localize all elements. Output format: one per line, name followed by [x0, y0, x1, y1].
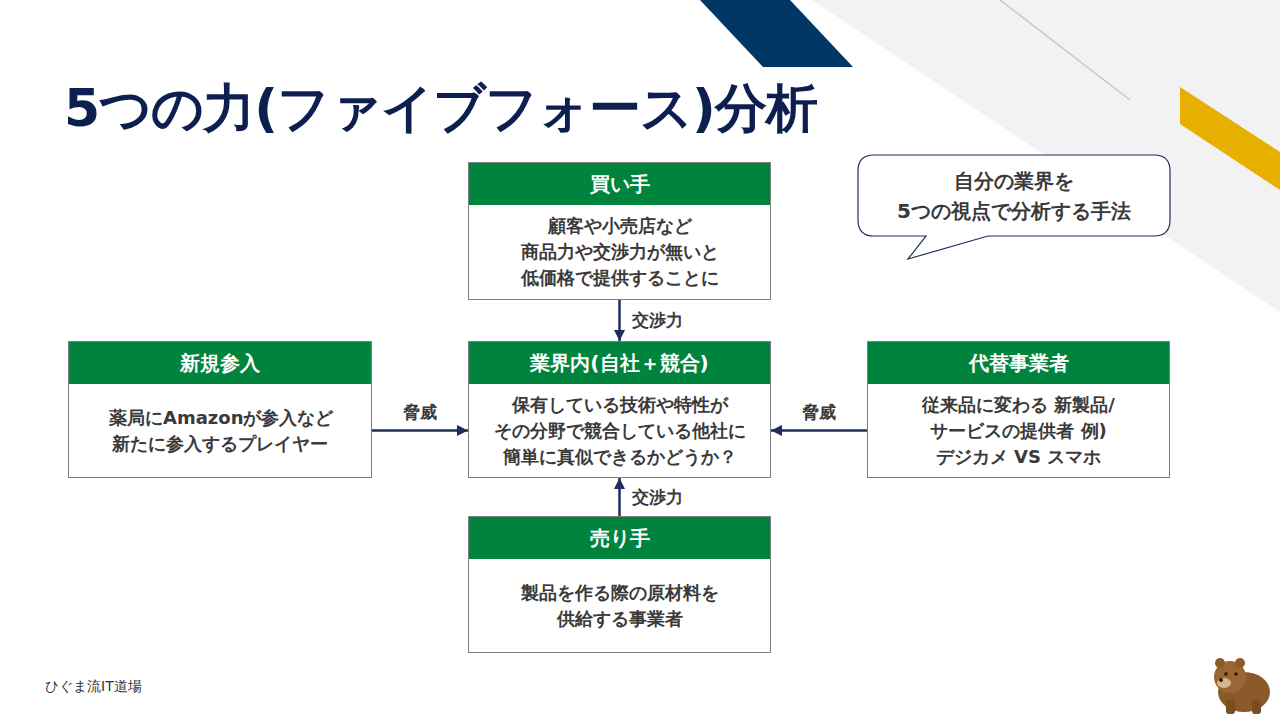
speech-bubble: 自分の業界を 5つの視点で分析する手法: [858, 155, 1170, 236]
box-heading: 業界内(自社＋競合): [469, 342, 770, 384]
gray-band: [812, 0, 1280, 312]
edge-label: 脅威: [802, 401, 836, 424]
slide-title: 5つの力(ファイブフォース)分析: [64, 74, 817, 144]
bubble-text: 自分の業界を 5つの視点で分析する手法: [889, 166, 1139, 226]
connector-arrow: [618, 478, 621, 516]
box-body: 薬局にAmazonが参入など 新たに参入するプレイヤー: [69, 384, 371, 477]
edge-label: 交渉力: [632, 486, 683, 509]
box-heading: 買い手: [469, 163, 770, 205]
box-body: 保有している技術や特性が その分野で競合している他社に 簡単に真似できるかどうか…: [469, 384, 770, 477]
gold-stripe: [1180, 87, 1280, 190]
bear-illustration: [1214, 658, 1270, 714]
thin-stripe: [1000, 0, 1130, 100]
force-box: 売り手製品を作る際の原材料を 供給する事業者: [468, 516, 771, 653]
box-body: 従来品に変わる 新製品/サービスの提供者 例) デジカメ VS スマホ: [868, 384, 1169, 477]
connector-arrow: [618, 300, 621, 341]
box-description: 従来品に変わる 新製品/サービスの提供者 例) デジカメ VS スマホ: [906, 392, 1132, 470]
edge-label: 脅威: [403, 401, 437, 424]
footer-label: ひぐま流IT道場: [45, 678, 142, 696]
box-body: 製品を作る際の原材料を 供給する事業者: [469, 559, 770, 652]
box-description: 顧客や小売店など 商品力や交渉力が無いと 低価格で提供することに: [517, 213, 722, 291]
box-heading: 売り手: [469, 517, 770, 559]
force-box: 買い手顧客や小売店など 商品力や交渉力が無いと 低価格で提供することに: [468, 162, 771, 300]
box-heading: 代替事業者: [868, 342, 1169, 384]
force-box: 新規参入薬局にAmazonが参入など 新たに参入するプレイヤー: [68, 341, 372, 478]
bubble-outline: [858, 155, 1170, 236]
bubble-shape: [858, 155, 1170, 259]
connector-arrow: [372, 429, 468, 432]
force-box: 代替事業者従来品に変わる 新製品/サービスの提供者 例) デジカメ VS スマホ: [867, 341, 1170, 478]
box-description: 保有している技術や特性が その分野で競合している他社に 簡単に真似できるかどうか…: [486, 392, 754, 470]
navy-stripe: [700, 0, 853, 67]
force-box: 業界内(自社＋競合) 保有している技術や特性が その分野で競合している他社に 簡単…: [468, 341, 771, 478]
box-heading: 新規参入: [69, 342, 371, 384]
connector-arrow: [771, 429, 867, 432]
box-description: 薬局にAmazonが参入など 新たに参入するプレイヤー: [109, 405, 331, 457]
edge-label: 交渉力: [632, 309, 683, 332]
box-description: 製品を作る際の原材料を 供給する事業者: [517, 580, 722, 632]
box-body: 顧客や小売店など 商品力や交渉力が無いと 低価格で提供することに: [469, 205, 770, 299]
